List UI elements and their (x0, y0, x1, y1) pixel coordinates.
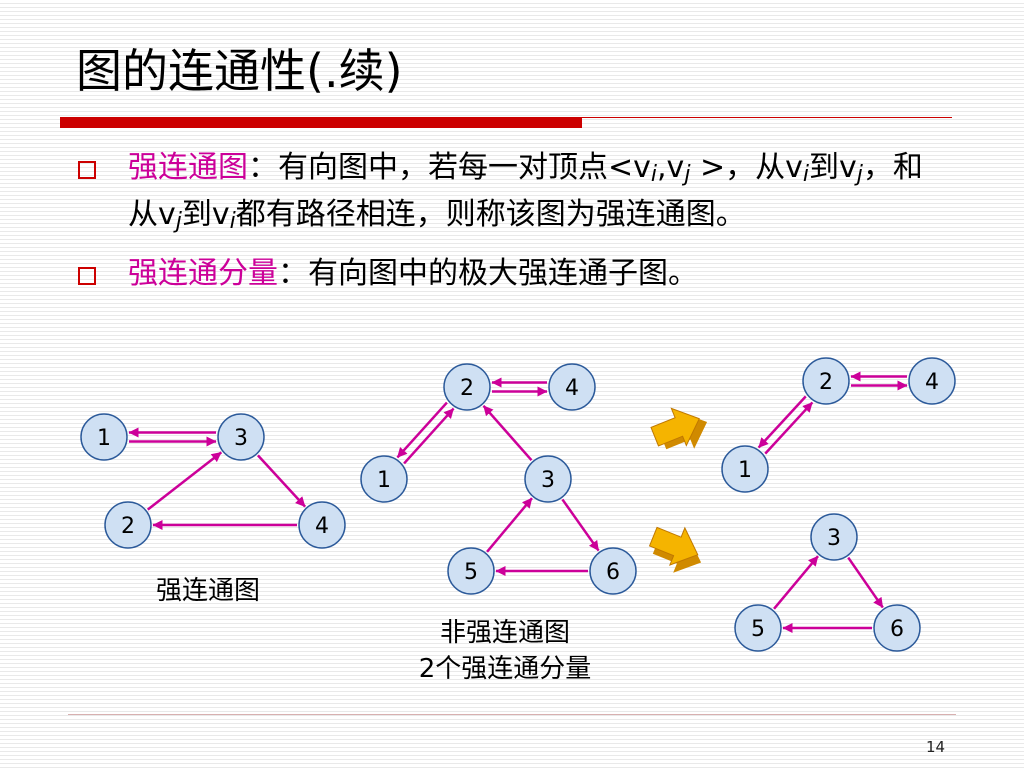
bullet-square-icon (78, 267, 96, 285)
subscript-j: j (856, 162, 863, 187)
transform-arrow-icon (650, 407, 708, 450)
subscript-j: j (175, 209, 182, 234)
subscript-j: j (684, 162, 691, 187)
node-5: 5 (734, 604, 782, 652)
node-circle (447, 547, 495, 595)
node-label: 5 (464, 560, 478, 585)
definition-text: 都有路径相连，则称该图为强连通图。 (235, 197, 746, 232)
node-1: 1 (360, 455, 408, 503)
definition-text: 有向图中的极大强连通子图。 (308, 256, 698, 291)
node-label: 6 (606, 560, 620, 585)
node-3: 3 (217, 413, 265, 461)
node-4: 4 (548, 363, 596, 411)
node-circle (589, 547, 637, 595)
bullet-item-strong-graph: 强连通图：有向图中，若每一对顶点<vi,vj >，从vi到vj，和从vj到vi都… (76, 148, 946, 242)
graph-component-b: 3 5 6 (734, 513, 921, 652)
node-1: 1 (80, 413, 128, 461)
title-underline-rule (582, 117, 952, 118)
bullet-square-icon (78, 161, 96, 179)
node-6: 6 (873, 604, 921, 652)
node-circle (104, 501, 152, 549)
graph-component-a: 1 2 4 (721, 357, 956, 493)
node-label: 4 (565, 376, 579, 401)
node-label: 3 (827, 526, 841, 551)
node-3: 3 (524, 455, 572, 503)
node-label: 2 (460, 376, 474, 401)
node-circle (802, 357, 850, 405)
graph-nonstrong: 1 2 3 4 5 6 (360, 363, 637, 595)
node-label: 5 (751, 617, 765, 642)
node-label: 2 (121, 514, 135, 539)
term-strong-component: 强连通分量 (128, 256, 278, 291)
edge-5-to-3 (773, 555, 819, 610)
definition-text: 有向图中，若每一对顶点<v (278, 150, 651, 185)
node-5: 5 (447, 547, 495, 595)
node-label: 3 (234, 426, 248, 451)
node-label: 1 (377, 468, 391, 493)
subscript-i: i (802, 162, 809, 187)
term-strong-graph: 强连通图 (128, 150, 248, 185)
node-circle (524, 455, 572, 503)
node-label: 6 (890, 617, 904, 642)
node-circle (810, 513, 858, 561)
node-circle (734, 604, 782, 652)
node-1: 1 (721, 445, 769, 493)
node-circle (80, 413, 128, 461)
caption-strong-graph: 强连通图 (155, 576, 260, 606)
definition-text: 到v (181, 197, 230, 232)
node-2: 2 (802, 357, 850, 405)
node-label: 3 (541, 468, 555, 493)
node-label: 1 (738, 458, 752, 483)
definition-text: >，从v (690, 150, 803, 185)
edge-3-to-2 (482, 404, 533, 462)
definition-text: ,v (657, 150, 685, 185)
edge-3-to-4 (257, 454, 306, 508)
node-4: 4 (908, 357, 956, 405)
term-colon: ： (278, 256, 308, 291)
node-circle (908, 357, 956, 405)
node-2: 2 (104, 501, 152, 549)
edge-3-to-6 (847, 556, 884, 609)
page-number: 14 (926, 738, 946, 756)
node-circle (548, 363, 596, 411)
edge-1-to-2 (403, 407, 455, 465)
node-4: 4 (298, 501, 346, 549)
node-3: 3 (810, 513, 858, 561)
node-label: 4 (315, 514, 329, 539)
node-circle (217, 413, 265, 461)
edge-2-to-1 (396, 401, 448, 459)
node-circle (721, 445, 769, 493)
slide-title: 图的连通性(.续) (76, 44, 403, 98)
definition-text: 到v (809, 150, 857, 185)
title-underline-bar (60, 117, 582, 128)
node-6: 6 (589, 547, 637, 595)
node-label: 1 (97, 426, 111, 451)
edge-2-to-3 (146, 451, 223, 511)
subscript-i: i (229, 209, 236, 234)
node-circle (298, 501, 346, 549)
caption-component-count: 2个强连通分量 (418, 654, 592, 684)
node-circle (360, 455, 408, 503)
edge-2-to-1 (757, 395, 807, 449)
edge-5-to-3 (486, 497, 533, 553)
node-2: 2 (443, 363, 491, 411)
transform-arrow-icon (648, 526, 702, 573)
caption-nonstrong-graph: 非强连通图 (439, 618, 570, 648)
term-colon: ： (248, 150, 278, 185)
node-label: 2 (819, 370, 833, 395)
edge-3-to-6 (561, 498, 600, 552)
node-circle (873, 604, 921, 652)
footer-rule (68, 714, 956, 715)
node-circle (443, 363, 491, 411)
node-label: 4 (925, 370, 939, 395)
bullet-item-strong-component: 强连通分量：有向图中的极大强连通子图。 (76, 254, 946, 294)
definition-text: ，和从v (128, 150, 923, 232)
bullet-list: 强连通图：有向图中，若每一对顶点<vi,vj >，从vi到vj，和从vj到vi都… (76, 148, 946, 294)
edge-1-to-2 (764, 401, 814, 455)
subscript-i: i (650, 162, 658, 187)
graph-strong: 1 2 3 4 (80, 413, 346, 549)
